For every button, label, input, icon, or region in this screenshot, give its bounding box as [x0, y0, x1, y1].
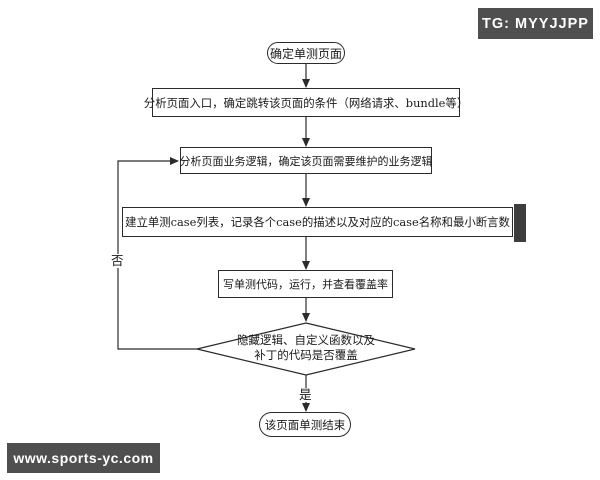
process-step-write-tests: 写单测代码，运行，并查看覆盖率 [218, 270, 393, 298]
decision-label-line1: 隐藏逻辑、自定义函数以及 [237, 333, 375, 347]
dark-strip [514, 204, 526, 242]
branch-label-yes: 是 [297, 387, 314, 402]
process-step-case-list: 建立单测case列表，记录各个case的描述以及对应的case名称和最小断言数 [122, 207, 513, 237]
start-node: 确定单测页面 [267, 42, 345, 64]
process-step-analyze-logic: 分析页面业务逻辑，确定该页面需要维护的业务逻辑 [180, 147, 433, 174]
branch-label-no: 否 [109, 253, 126, 268]
end-node: 该页面单测结束 [259, 412, 351, 437]
decision-diamond-shape [196, 322, 416, 376]
telegram-watermark-badge: TG: MYYJJPP [478, 8, 593, 39]
decision-label-line2: 补丁的代码是否覆盖 [254, 348, 358, 362]
process-step-analyze-entry: 分析页面入口，确定跳转该页面的条件（网络请求、bundle等） [144, 88, 468, 117]
website-watermark-badge: www.sports-yc.com [7, 443, 160, 473]
connector-no-feedback [117, 157, 197, 350]
decision-label: 隐藏逻辑、自定义函数以及 补丁的代码是否覆盖 [196, 333, 416, 363]
